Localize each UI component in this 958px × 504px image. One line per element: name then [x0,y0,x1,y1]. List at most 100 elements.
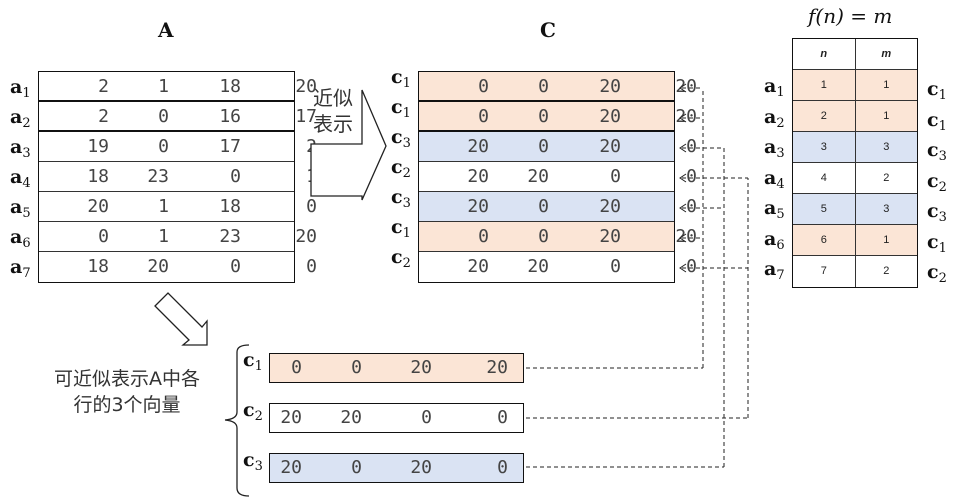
mapping-left-label-sub: 5 [776,207,785,222]
matrix-a-row-label-base: a [10,196,23,218]
matrix-a-row-label-sub: 1 [22,86,31,101]
matrix-c-cell: 20 [467,166,489,187]
matrix-a-row-label-base: a [10,76,23,98]
matrix-a-cell: 19 [87,136,109,157]
arrowhead-icon [679,173,687,183]
matrix-c-row-label-sub: 2 [402,166,411,181]
mapping-left-label-base: a [764,166,777,189]
matrix-a-cell: 0 [306,256,317,277]
codebook-cell: 0 [291,357,302,378]
mapping-right-label-base: c [927,78,939,100]
mapping-left-label: a2 [764,107,785,130]
matrix-a-cell: 23 [219,226,241,247]
matrix-c-row-label-sub: 1 [402,106,411,121]
matrix-a-row-label: a6 [10,228,31,251]
mapping-left-label-base: a [764,136,777,158]
mapping-header-m: m [854,39,918,69]
matrix-a-row-label-sub: 5 [22,206,31,221]
mapping-left-label: a4 [764,166,785,191]
mapping-cell-m: 1 [854,225,918,255]
matrix-c-row-label-sub: 3 [402,196,411,211]
mapping-right-label-sub: 2 [938,271,947,286]
mapping-cell-n: 7 [820,265,827,277]
matrix-a-row-label-sub: 2 [22,116,31,131]
arrowhead-icon [679,143,687,153]
matrix-a-cell: 1 [158,196,169,217]
mapping-cell-n: 5 [820,203,827,215]
matrix-c-row-label: c3 [391,188,411,211]
matrix-c-cell: 0 [478,106,489,127]
matrix-c-cell: 0 [686,136,697,157]
matrix-c-cell: 0 [538,196,549,217]
matrix-c-cell: 20 [675,106,697,127]
matrix-c-cell: 20 [675,76,697,97]
matrix-c-cell: 0 [478,76,489,97]
mapping-left-label-base: a [764,258,777,280]
matrix-c-cell: 0 [686,256,697,277]
matrix-c-cell: 20 [599,106,621,127]
mapping-cell-m: 1 [854,101,918,131]
mapping-right-label-base: c [927,108,939,131]
mapping-right-label-sub: 3 [938,149,947,164]
codebook-cell: 20 [410,357,432,378]
codebook-label: c1 [243,351,263,374]
matrix-c-cell: 0 [478,226,489,247]
matrix-c-cell: 0 [538,136,549,157]
matrix-a-row-label-base: a [10,256,23,278]
mapping-left-label: a5 [764,197,785,222]
matrix-a-cell: 0 [230,166,241,187]
matrix-c-cell: 20 [599,196,621,217]
mapping-cell-m: 2 [854,256,918,287]
mapping-right-label: c1 [927,108,947,133]
matrix-c-cell: 0 [686,196,697,217]
matrix-a-cell: 20 [147,256,169,277]
mapping-right-label: c1 [927,78,947,103]
codebook-cell: 20 [280,407,302,428]
matrix-a-cell: 0 [230,256,241,277]
matrix-a-cell: 0 [158,106,169,127]
matrix-c-cell: 20 [467,256,489,277]
mapping-right-label-base: c [927,200,939,222]
matrix-c-row-label: c1 [391,98,411,121]
arrowhead-icon [679,203,687,213]
matrix-a-row-label-sub: 4 [22,176,31,191]
mapping-cell-m: 3 [854,132,918,162]
matrix-c-cell: 20 [599,136,621,157]
mapping-left-label-sub: 7 [776,268,785,283]
mapping-right-label-sub: 2 [938,179,947,195]
mapping-right-label: c1 [927,232,947,255]
matrix-c-cell: 0 [610,256,621,277]
matrix-a-cell: 17 [295,106,317,127]
codebook-cell: 20 [280,457,302,478]
matrix-a-title: A [158,18,174,42]
down-arrow-icon [154,292,208,346]
matrix-c-cell: 20 [599,76,621,97]
matrix-a-row-label-base: a [10,136,23,158]
matrix-c-cell: 0 [686,166,697,187]
matrix-a-cell: 20 [295,76,317,97]
mapping-right-label: c3 [927,141,947,164]
matrix-c-cell: 20 [599,226,621,247]
mapping-cell-n: 1 [820,79,827,91]
matrix-c-cell: 20 [467,136,489,157]
matrix-a-cell: 0 [306,196,317,217]
matrix-c-row-label-base: c [391,216,403,238]
approx-label-line1: 近似 [313,86,353,110]
matrix-a-row-label-sub: 7 [22,266,31,281]
matrix-a-cell: 2 [98,106,109,127]
mapping-left-label-base: a [764,227,777,250]
codebook-caption-line2: 行的3个向量 [73,394,181,416]
mapping-left-label-base: a [764,197,777,219]
